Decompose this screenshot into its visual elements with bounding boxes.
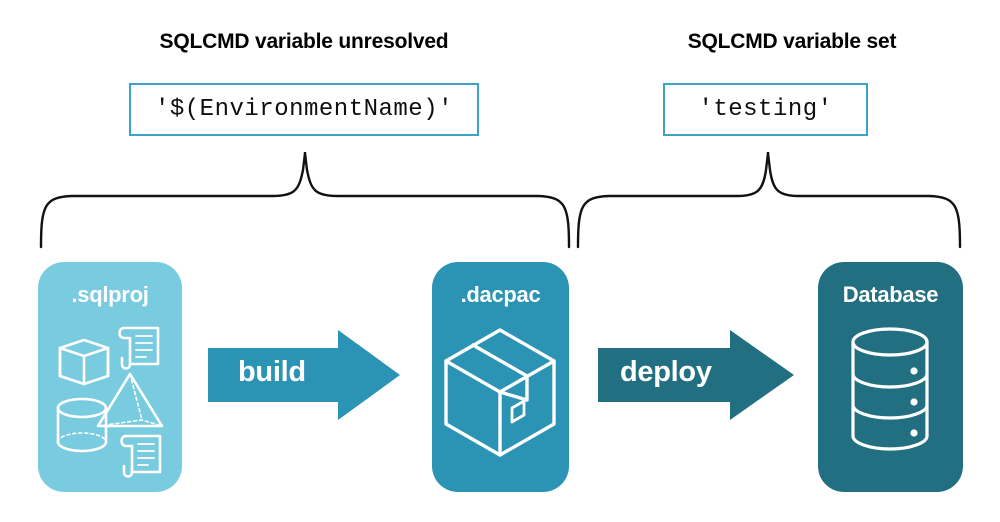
value-box-environment-name: '$(EnvironmentName)' [129,83,479,136]
stage-label-database: Database [842,282,939,307]
brace-right-path [576,151,962,249]
arrow-label-build: build [238,356,306,388]
stage-card-database: Database [818,262,963,492]
database-cylinder-icon [851,327,929,451]
dacpac-artwork [432,314,569,484]
arrow-build: build [208,327,400,423]
deploy-arrow-shape [598,330,794,420]
value-box-testing: 'testing' [663,83,868,136]
cube-icon [58,338,110,386]
pyramid-icon [96,372,164,428]
build-arrow-shape [208,330,400,420]
brace-left-path [39,151,571,249]
heading-sqlcmd-set: SQLCMD variable set [687,30,897,53]
cylinder-icon [56,397,108,453]
database-artwork [818,314,963,484]
arrow-deploy: deploy [598,327,794,423]
sqlproj-artwork [38,314,182,484]
package-box-icon [444,328,556,457]
heading-sqlcmd-unresolved: SQLCMD variable unresolved [159,30,449,53]
stage-card-dacpac: .dacpac [432,262,569,492]
scroll-icon [120,434,162,478]
stage-label-dacpac: .dacpac [460,282,541,307]
arrow-label-deploy: deploy [620,356,712,388]
stage-label-sqlproj: .sqlproj [71,282,149,307]
scroll-icon [118,326,160,370]
stage-card-sqlproj: .sqlproj [38,262,182,492]
